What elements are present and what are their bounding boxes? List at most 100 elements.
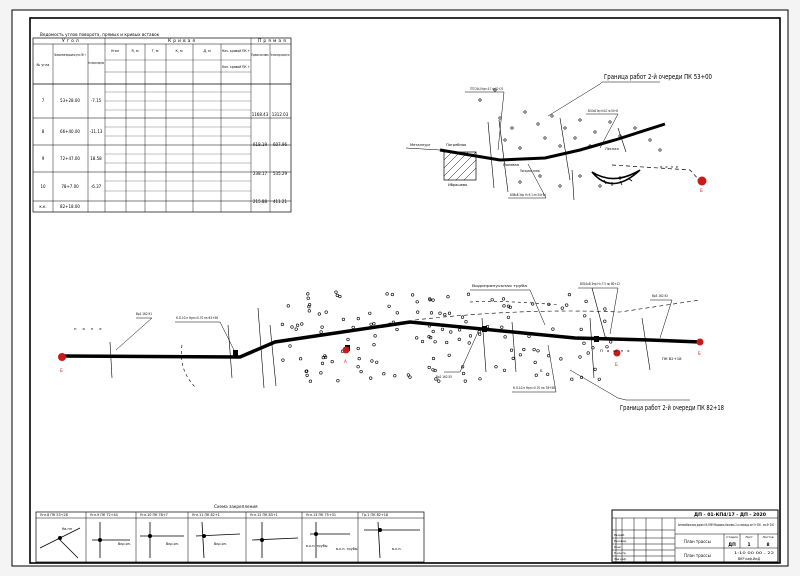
row-pk: 78+7.00 [61, 184, 79, 189]
vegetation-symbol [502, 304, 506, 308]
label-pole: поле [74, 326, 108, 331]
vegetation-symbol [307, 305, 311, 309]
label-ibrashevo: Ибрашево [448, 183, 467, 187]
row-pk: 53+28.00 [60, 98, 80, 103]
vegetation-symbol [457, 337, 461, 342]
sheet-title-2: План трассы [684, 553, 711, 558]
vegetation-symbol [431, 329, 435, 334]
vegetation-symbol [300, 322, 304, 326]
vegetation-symbol [323, 354, 327, 358]
sheet-title: План трассы [684, 539, 711, 544]
vegetation-symbol [368, 311, 372, 315]
header-group-angle: Угол [62, 38, 81, 44]
vegetation-symbol [431, 356, 436, 361]
vegetation-symbol [372, 322, 376, 326]
vegetation-symbol [324, 310, 328, 314]
vegetation-symbol [369, 322, 373, 326]
label-pogrebnaya: Погребная [446, 143, 466, 147]
scale-line: 1:10 00 00 - 22 [734, 551, 774, 555]
vegetation-symbol [530, 302, 535, 306]
boundary-label-top: Граница работ 2-й очереди ПК 53+00 [604, 73, 712, 81]
sheet-number: 1 [747, 542, 750, 548]
row-angle: -7.15 [91, 98, 102, 103]
vegetation-symbol [605, 345, 609, 349]
row-no: 7 [42, 98, 45, 103]
vegetation-symbol [506, 315, 511, 319]
vegetation-symbol [508, 305, 512, 309]
vegetation-symbol [373, 334, 377, 338]
col-t: Т, м [151, 49, 159, 53]
vegetation-symbol [536, 349, 540, 353]
vegetation-symbol [372, 343, 376, 347]
vegetation-symbol [370, 359, 374, 363]
col-distance: Расстояние между вершинами углов [271, 53, 290, 57]
label-pogodnaya: Погодная связь [520, 169, 540, 173]
role-label: Разраб. [614, 533, 625, 537]
vegetation-symbol [560, 306, 564, 310]
vegetation-symbol [597, 377, 601, 381]
scheme-note: в.к.п. трубы [336, 547, 358, 551]
callout-kl-east: К.Л.10.п Нрп=0.70 пк 78+58 [513, 386, 556, 390]
vegetation-symbol [449, 330, 453, 334]
role-label: Руковод. [614, 539, 627, 543]
vegetation-symbol [330, 360, 334, 364]
vegetation-symbol [511, 356, 515, 361]
vegetation-symbol [359, 370, 363, 374]
fixing-schemes: Схема закрепления Угл.8 ПК 53+28 Угл.9 П… [35, 504, 425, 563]
vegetation-symbol [586, 351, 590, 355]
vegetation-symbol [341, 317, 346, 322]
label-pashnya: Пашня [600, 348, 633, 353]
vegetation-symbol [356, 365, 360, 369]
plan-bottom: Б А Б Б К.Л.10.п Нрп=0.70 пк 63+58 Водоп… [58, 282, 724, 412]
vegetation-symbol [296, 323, 300, 327]
callout-kl-west: К.Л.10.п Нрп=0.70 пк 63+58 [176, 316, 219, 320]
row-angle: -6.37 [91, 184, 102, 189]
sheet-frame [29, 17, 781, 564]
datum-marker [696, 338, 704, 346]
vegetation-symbol [551, 327, 555, 331]
vegetation-symbol [346, 337, 350, 342]
callout-culvert: Водопропускная труба [472, 284, 527, 288]
vegetation-symbol [603, 319, 607, 323]
scheme-label: Угл.9 ПК 72+44 [90, 513, 118, 517]
vegetation-symbol [460, 315, 465, 319]
boundary-label-bottom: Граница работ 2-й очереди ПК 82+18 [620, 404, 724, 412]
vegetation-symbol [578, 355, 582, 359]
vegetation-symbol [385, 292, 389, 296]
col-k: К, м [175, 49, 183, 53]
vegetation-symbol [466, 292, 471, 296]
project-name: Автомобильная дорога М-5999 Медовка-Ноче… [678, 523, 774, 527]
label-b: Б [540, 368, 543, 373]
vegetation-symbol [478, 377, 482, 381]
row-pk: 72+47.00 [60, 156, 80, 161]
vegetation-symbol [336, 379, 340, 383]
col-end: Кон. кривой ПК + [222, 65, 250, 69]
label-lesnaya: Лесная [605, 147, 619, 151]
vegetation-symbol [288, 344, 292, 348]
callout-tpp: ТПП 20х2 Нрп=0.7 пк 52+25 [469, 87, 503, 91]
vegetation-symbol [393, 374, 397, 378]
vegetation-symbol [567, 293, 572, 297]
vegetation-symbol [280, 322, 285, 327]
vegetation-symbol [583, 314, 587, 318]
scheme-label: Гр.1 ПК 82+18 [362, 513, 388, 517]
vegetation-dots [280, 290, 613, 383]
scheme-note: Вкр.оп. [166, 542, 179, 546]
vegetation-symbol [319, 330, 323, 334]
distance-value: 1312.03 [272, 112, 289, 117]
vegetation-symbol [443, 313, 447, 317]
role-label: Конс. [614, 545, 622, 549]
vegetation-symbol [500, 325, 504, 329]
vegetation-symbol [468, 334, 473, 338]
vegetation-symbol [308, 303, 312, 307]
vegetation-symbol [395, 327, 399, 332]
vegetation-symbol [593, 367, 597, 372]
callout-benchmark: Вр2 162.55 [436, 375, 452, 379]
vegetation-symbol [406, 373, 411, 377]
vegetation-symbol [464, 320, 468, 324]
vegetation-symbol [546, 372, 550, 376]
row-no: 9 [42, 156, 45, 161]
vegetation-symbol [559, 357, 563, 361]
col-angle: Угол [111, 49, 119, 53]
vegetation-symbol [416, 310, 420, 314]
